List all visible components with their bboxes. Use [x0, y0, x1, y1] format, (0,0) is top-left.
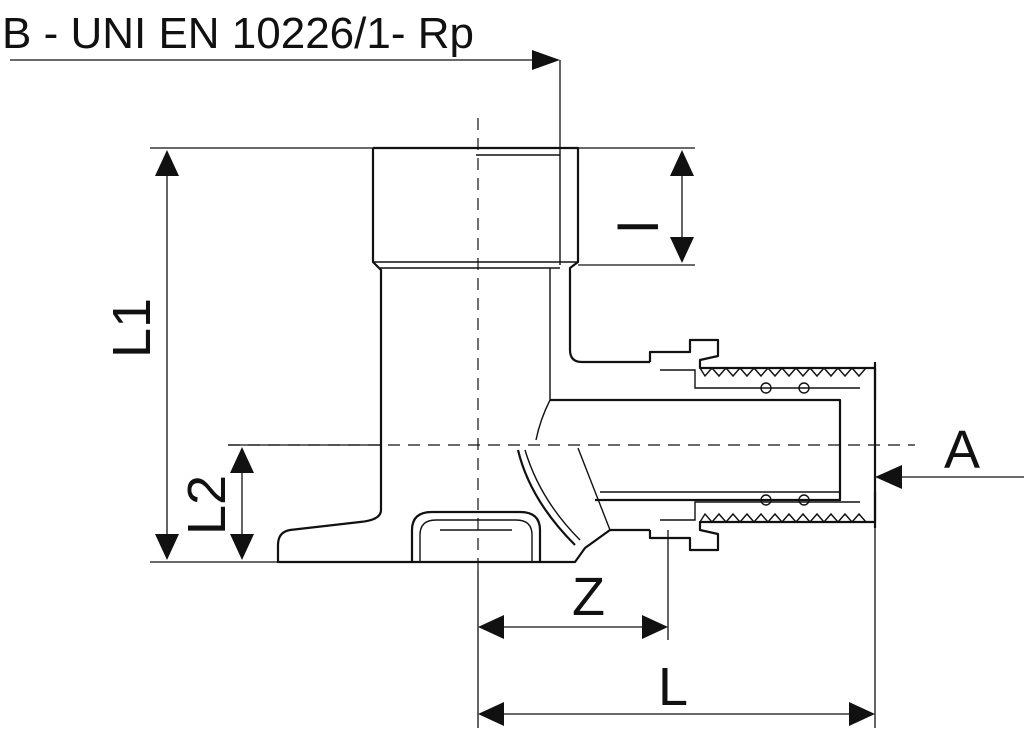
elbow-inner-curve-2 — [524, 449, 581, 541]
fitting-body — [276, 146, 877, 564]
length-arrow-left — [478, 702, 504, 726]
a-leader-arrow — [875, 465, 902, 489]
length-dimension-label: L — [658, 657, 688, 717]
z-arrow-right — [642, 615, 668, 639]
l2-dimension-label: L2 — [177, 475, 237, 535]
top-socket-outline — [373, 146, 650, 364]
press-ring-bottom-detail — [660, 501, 860, 521]
o-ring-bottom-2 — [798, 494, 810, 506]
l2-arrow-top — [230, 447, 254, 473]
l1-dimension-label: L1 — [102, 298, 162, 358]
branch-bore-top — [550, 398, 842, 502]
press-ring-top-detail — [660, 369, 860, 389]
o-ring-bottom-1 — [760, 494, 772, 506]
o-ring-top-1 — [760, 382, 772, 394]
inner-bore-wall — [535, 268, 551, 441]
sleeve-bottom-teeth — [699, 512, 867, 524]
screw-hole-outline — [410, 510, 542, 562]
thread-leader-arrow — [532, 50, 560, 70]
z-arrow-left — [478, 615, 504, 639]
l1-arrow-top — [155, 150, 179, 176]
press-ring-top — [648, 338, 877, 400]
length-arrow-right — [849, 702, 875, 726]
a-dimension-label: A — [944, 420, 980, 480]
flange-outline — [276, 509, 611, 564]
l1-arrow-bottom — [155, 534, 179, 560]
sleeve-top-teeth — [699, 366, 867, 378]
screw-hole-inner — [419, 519, 533, 562]
o-ring-top-2 — [798, 382, 810, 394]
press-ring-bottom — [648, 492, 877, 552]
thread-standard-label: B - UNI EN 10226/1- Rp — [2, 9, 474, 58]
bore-taper-line — [577, 447, 611, 531]
left-wall-outline — [371, 148, 383, 510]
l-arrow-top — [670, 150, 694, 176]
l-dimension-label: l — [607, 221, 670, 233]
l-arrow-bottom — [670, 237, 694, 263]
l2-arrow-bottom — [230, 534, 254, 560]
z-dimension-label: Z — [572, 567, 605, 627]
elbow-inner-curve — [516, 449, 576, 546]
